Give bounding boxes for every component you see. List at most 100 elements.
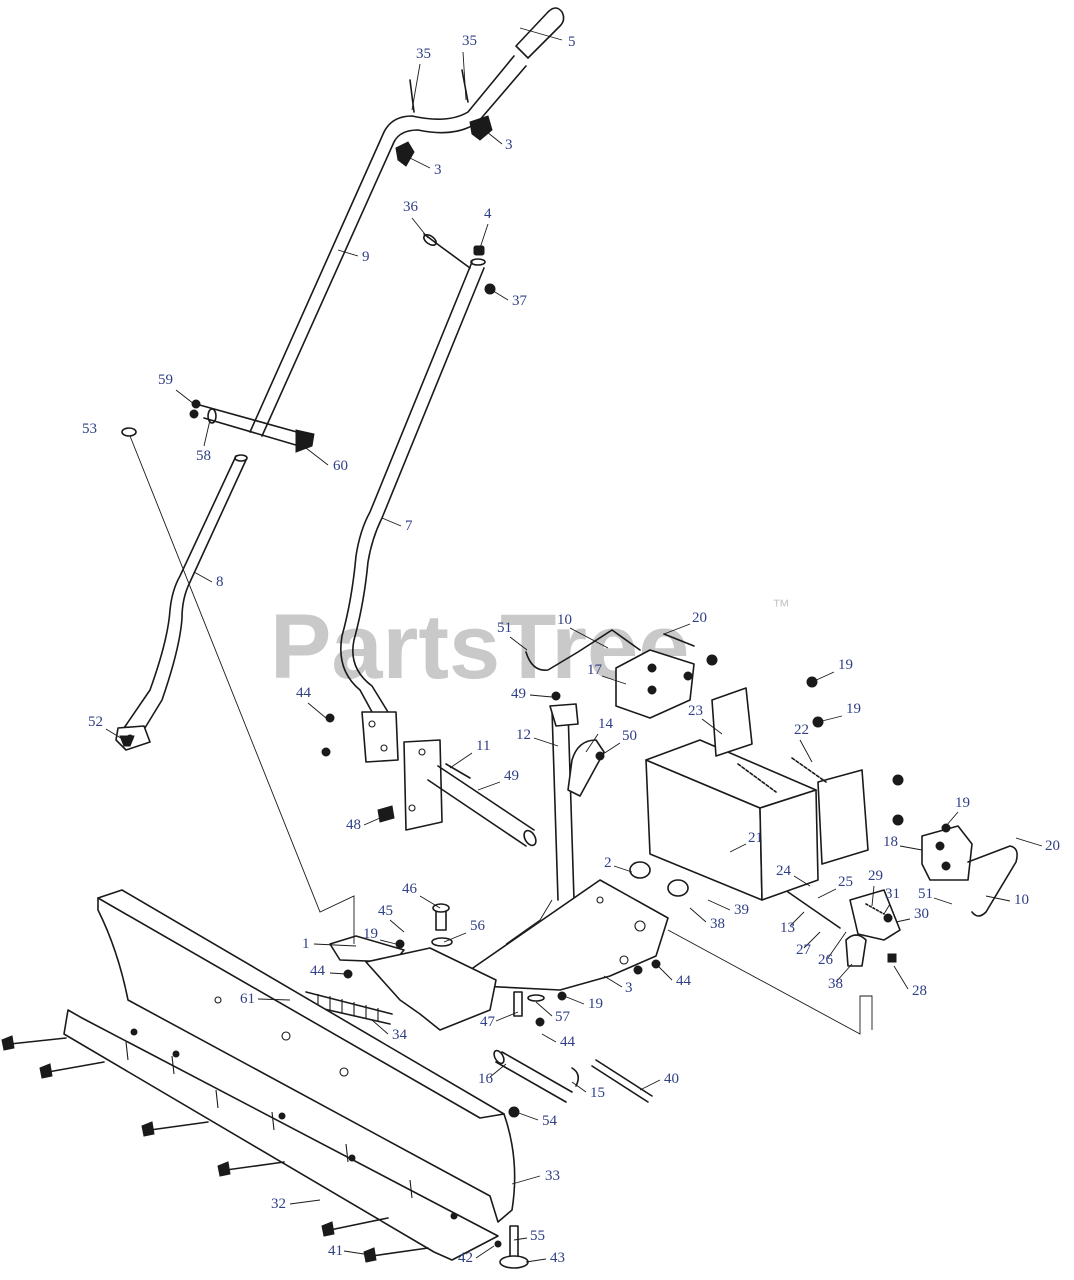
pin-36	[423, 233, 471, 269]
callout-leader-line	[511, 1175, 541, 1185]
callout-label-44: 44	[310, 963, 326, 979]
bolt-41	[47, 1061, 105, 1073]
tube-top	[470, 258, 486, 266]
assembly-line-center	[505, 899, 553, 945]
callout-leader-line	[535, 1001, 553, 1017]
main-deck-plate	[469, 879, 669, 991]
callout-leader-line	[945, 811, 959, 827]
callout-label-19: 19	[838, 657, 853, 673]
callout-label-57: 57	[555, 1009, 571, 1025]
callout-leader-line	[663, 623, 691, 635]
callout-leader-line	[533, 737, 559, 747]
handle-assembly	[115, 7, 565, 751]
hole	[339, 1067, 349, 1077]
bolt-41	[9, 1037, 67, 1045]
callout-leader-line	[835, 963, 853, 983]
callout-label-19: 19	[588, 996, 603, 1012]
callout-leader-line	[313, 943, 357, 947]
callout-label-31: 31	[885, 886, 900, 902]
wear-strip-32	[63, 1009, 499, 1261]
callout-label-52: 52	[88, 714, 103, 730]
bolt-41-head-icon	[321, 1221, 335, 1237]
callout-label-49: 49	[511, 686, 526, 702]
callout-leader-line	[515, 1111, 539, 1121]
assembly-line-left	[129, 435, 355, 944]
callout-label-50: 50	[622, 728, 637, 744]
callout-leader-line	[613, 865, 633, 873]
spring-coils	[317, 994, 379, 1022]
skid-shoe	[499, 1225, 529, 1269]
callout-leader-line	[513, 1237, 528, 1241]
callout-leader-line	[729, 843, 747, 853]
latch-hook	[845, 934, 867, 967]
callout-leader-line	[827, 931, 847, 959]
callout-label-7: 7	[405, 518, 413, 534]
callout-leader-line	[481, 127, 503, 145]
plate-17	[615, 649, 695, 719]
callout-leader-line	[883, 903, 891, 915]
callout-leader-line	[509, 636, 528, 651]
assembly-lines	[129, 435, 873, 1035]
callout-leader-line	[343, 1250, 365, 1255]
pivot-bracket	[301, 903, 567, 1031]
hole	[214, 996, 222, 1004]
callout-label-3: 3	[625, 980, 633, 996]
callout-label-24: 24	[776, 863, 792, 879]
strip-ribs	[125, 1041, 413, 1199]
bolt-41-head-icon	[363, 1247, 377, 1263]
callout-leader-line	[495, 1011, 519, 1022]
callout-label-25: 25	[838, 874, 853, 890]
shaft-end	[523, 829, 537, 847]
watermark-trademark: ™	[772, 596, 790, 616]
callout-leader-line	[701, 718, 723, 735]
callout-label-40: 40	[664, 1071, 679, 1087]
callout-leader-line	[479, 223, 489, 249]
hole	[418, 748, 426, 756]
callout-label-38: 38	[828, 976, 843, 992]
callout-leader-line	[477, 781, 501, 791]
plow-blade	[97, 889, 520, 1223]
nut-icon	[706, 654, 718, 666]
callout-label-23: 23	[688, 703, 703, 719]
callout-label-39: 39	[734, 902, 749, 918]
callout-leader-line	[569, 627, 609, 649]
callout-label-13: 13	[780, 920, 795, 936]
callout-leader-line	[895, 918, 911, 923]
nut-44d-icon	[633, 965, 643, 975]
callout-leader-line	[305, 447, 329, 466]
callout-leader-line	[789, 911, 805, 927]
lever-14	[567, 739, 605, 797]
callout-label-1: 1	[302, 936, 310, 952]
latch-assembly	[787, 889, 901, 967]
nut-19d-icon	[892, 814, 904, 826]
bolt-20	[663, 633, 695, 647]
bolt-head	[172, 1050, 180, 1058]
callout-label-30: 30	[914, 906, 929, 922]
nut-19g-icon	[557, 991, 567, 1001]
callout-leader-line	[411, 217, 429, 239]
wear-strip	[63, 1009, 502, 1261]
bolt-head	[348, 1154, 356, 1162]
callout-label-46: 46	[402, 881, 418, 897]
callout-label-34: 34	[392, 1027, 408, 1043]
callout-label-19: 19	[955, 795, 970, 811]
cross-bolts	[195, 403, 307, 449]
callout-label-35: 35	[462, 33, 477, 49]
callout-leader-line	[985, 895, 1011, 902]
hole	[935, 841, 945, 851]
handle-grip	[515, 7, 565, 59]
pin-35-left	[409, 79, 415, 113]
callout-label-14: 14	[598, 716, 614, 732]
callout-leader-line	[933, 897, 953, 905]
callout-label-10: 10	[1014, 892, 1029, 908]
hole	[683, 671, 693, 681]
lower-left-tube-outer	[123, 455, 237, 729]
hole	[634, 920, 646, 932]
callout-leader-line	[411, 63, 421, 111]
spring-right	[791, 757, 827, 783]
callout-leader-line	[462, 51, 467, 101]
mount-plate-17	[615, 633, 718, 719]
bracket-22	[817, 769, 869, 865]
hole	[368, 720, 376, 728]
callout-label-18: 18	[883, 834, 898, 850]
